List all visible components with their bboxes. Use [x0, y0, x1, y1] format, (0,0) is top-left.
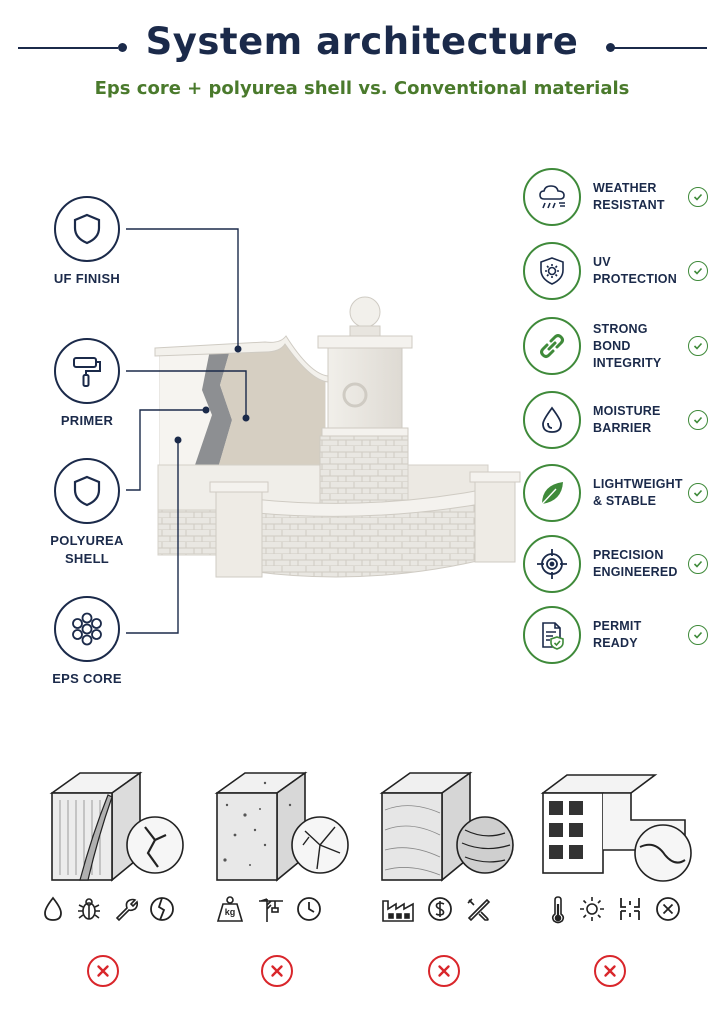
sun-shield-icon: [523, 242, 581, 300]
check-icon: [688, 554, 708, 574]
check-icon: [688, 483, 708, 503]
dollar-icon: [428, 897, 452, 921]
cross-circle-icon: [87, 955, 119, 987]
water-drop-icon: [523, 391, 581, 449]
cloud-rain-icon: [523, 168, 581, 226]
leaf-icon: [523, 464, 581, 522]
shield-icon: [54, 458, 120, 524]
title-rule-right: [612, 47, 707, 49]
layer-label: PRIMER: [60, 413, 114, 428]
title-dot-right: [606, 43, 615, 52]
concrete-block-illustration: [214, 771, 349, 882]
check-icon: [688, 187, 708, 207]
shield-icon: [54, 196, 120, 262]
bead-cluster-icon: [54, 596, 120, 662]
document-shield-icon: [523, 606, 581, 664]
check-icon: [688, 625, 708, 645]
water-drop-icon: [44, 896, 62, 921]
pvc-profile-illustration: [540, 774, 692, 882]
title-rule-left: [18, 47, 118, 49]
concrete-drawbacks: kg: [215, 895, 323, 923]
tools-icon: [467, 898, 491, 922]
cross-circle-icon: [594, 955, 626, 987]
layer-label: EPS CORE: [52, 671, 122, 686]
paint-roller-icon: [54, 338, 120, 404]
page-title: System architecture: [145, 20, 579, 63]
layer-primer: PRIMER: [27, 338, 147, 430]
chain-link-icon: [523, 317, 581, 375]
crosshair-icon: [523, 535, 581, 593]
thermometer-icon: [551, 896, 565, 924]
sun-icon: [580, 897, 604, 921]
weight-icon: kg: [215, 895, 245, 923]
title-dot-left: [118, 43, 127, 52]
layer-label: UF FINISH: [53, 271, 121, 286]
wrench-icon: [115, 898, 138, 922]
cross-circle-icon: [261, 955, 293, 987]
crack-icon: [150, 897, 174, 921]
check-icon: [688, 410, 708, 430]
stone-drawbacks: [380, 895, 492, 923]
pvc-drawbacks: [548, 895, 682, 925]
wall-illustration: [154, 296, 521, 578]
cross-circle-icon: [428, 955, 460, 987]
feature-lightweight: LIGHTWEIGHT& STABLE: [523, 462, 713, 524]
clock-icon: [297, 897, 321, 921]
layer-uf-finish: UF FINISH: [27, 196, 147, 288]
page-subtitle: Eps core + polyurea shell vs. Convention…: [94, 78, 630, 99]
stone-block-illustration: [379, 771, 514, 882]
check-icon: [688, 336, 708, 356]
crane-icon: [259, 898, 283, 922]
factory-icon: [382, 900, 414, 922]
wood-block-illustration: [49, 771, 184, 882]
cross-circle-icon: [656, 897, 680, 921]
check-icon: [688, 261, 708, 281]
bug-icon: [78, 898, 100, 920]
wood-drawbacks: [40, 895, 176, 923]
layer-eps-core: EPS CORE: [27, 596, 147, 688]
gap-icon: [620, 898, 640, 920]
